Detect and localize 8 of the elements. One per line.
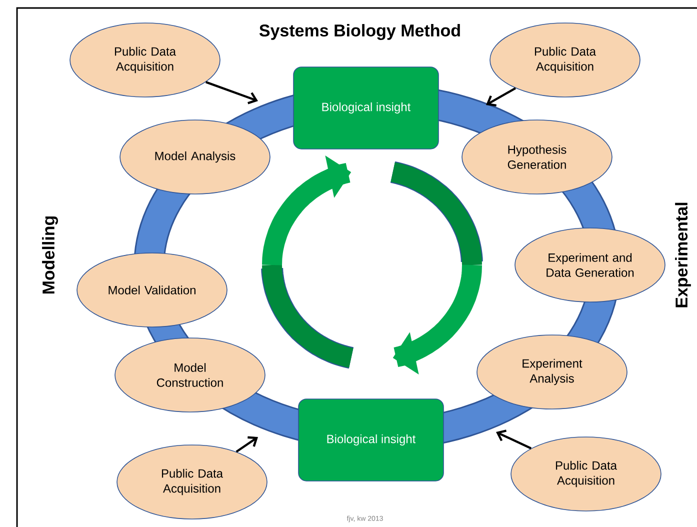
arrow <box>205 81 258 104</box>
arrow <box>496 430 532 450</box>
arrow <box>486 87 516 107</box>
title: Systems Biology Method <box>259 24 460 40</box>
insight-box: Biological insight <box>298 398 444 482</box>
arrow <box>236 436 258 453</box>
insight-box: Biological insight <box>293 66 439 150</box>
side-label: Modelling <box>42 216 58 294</box>
